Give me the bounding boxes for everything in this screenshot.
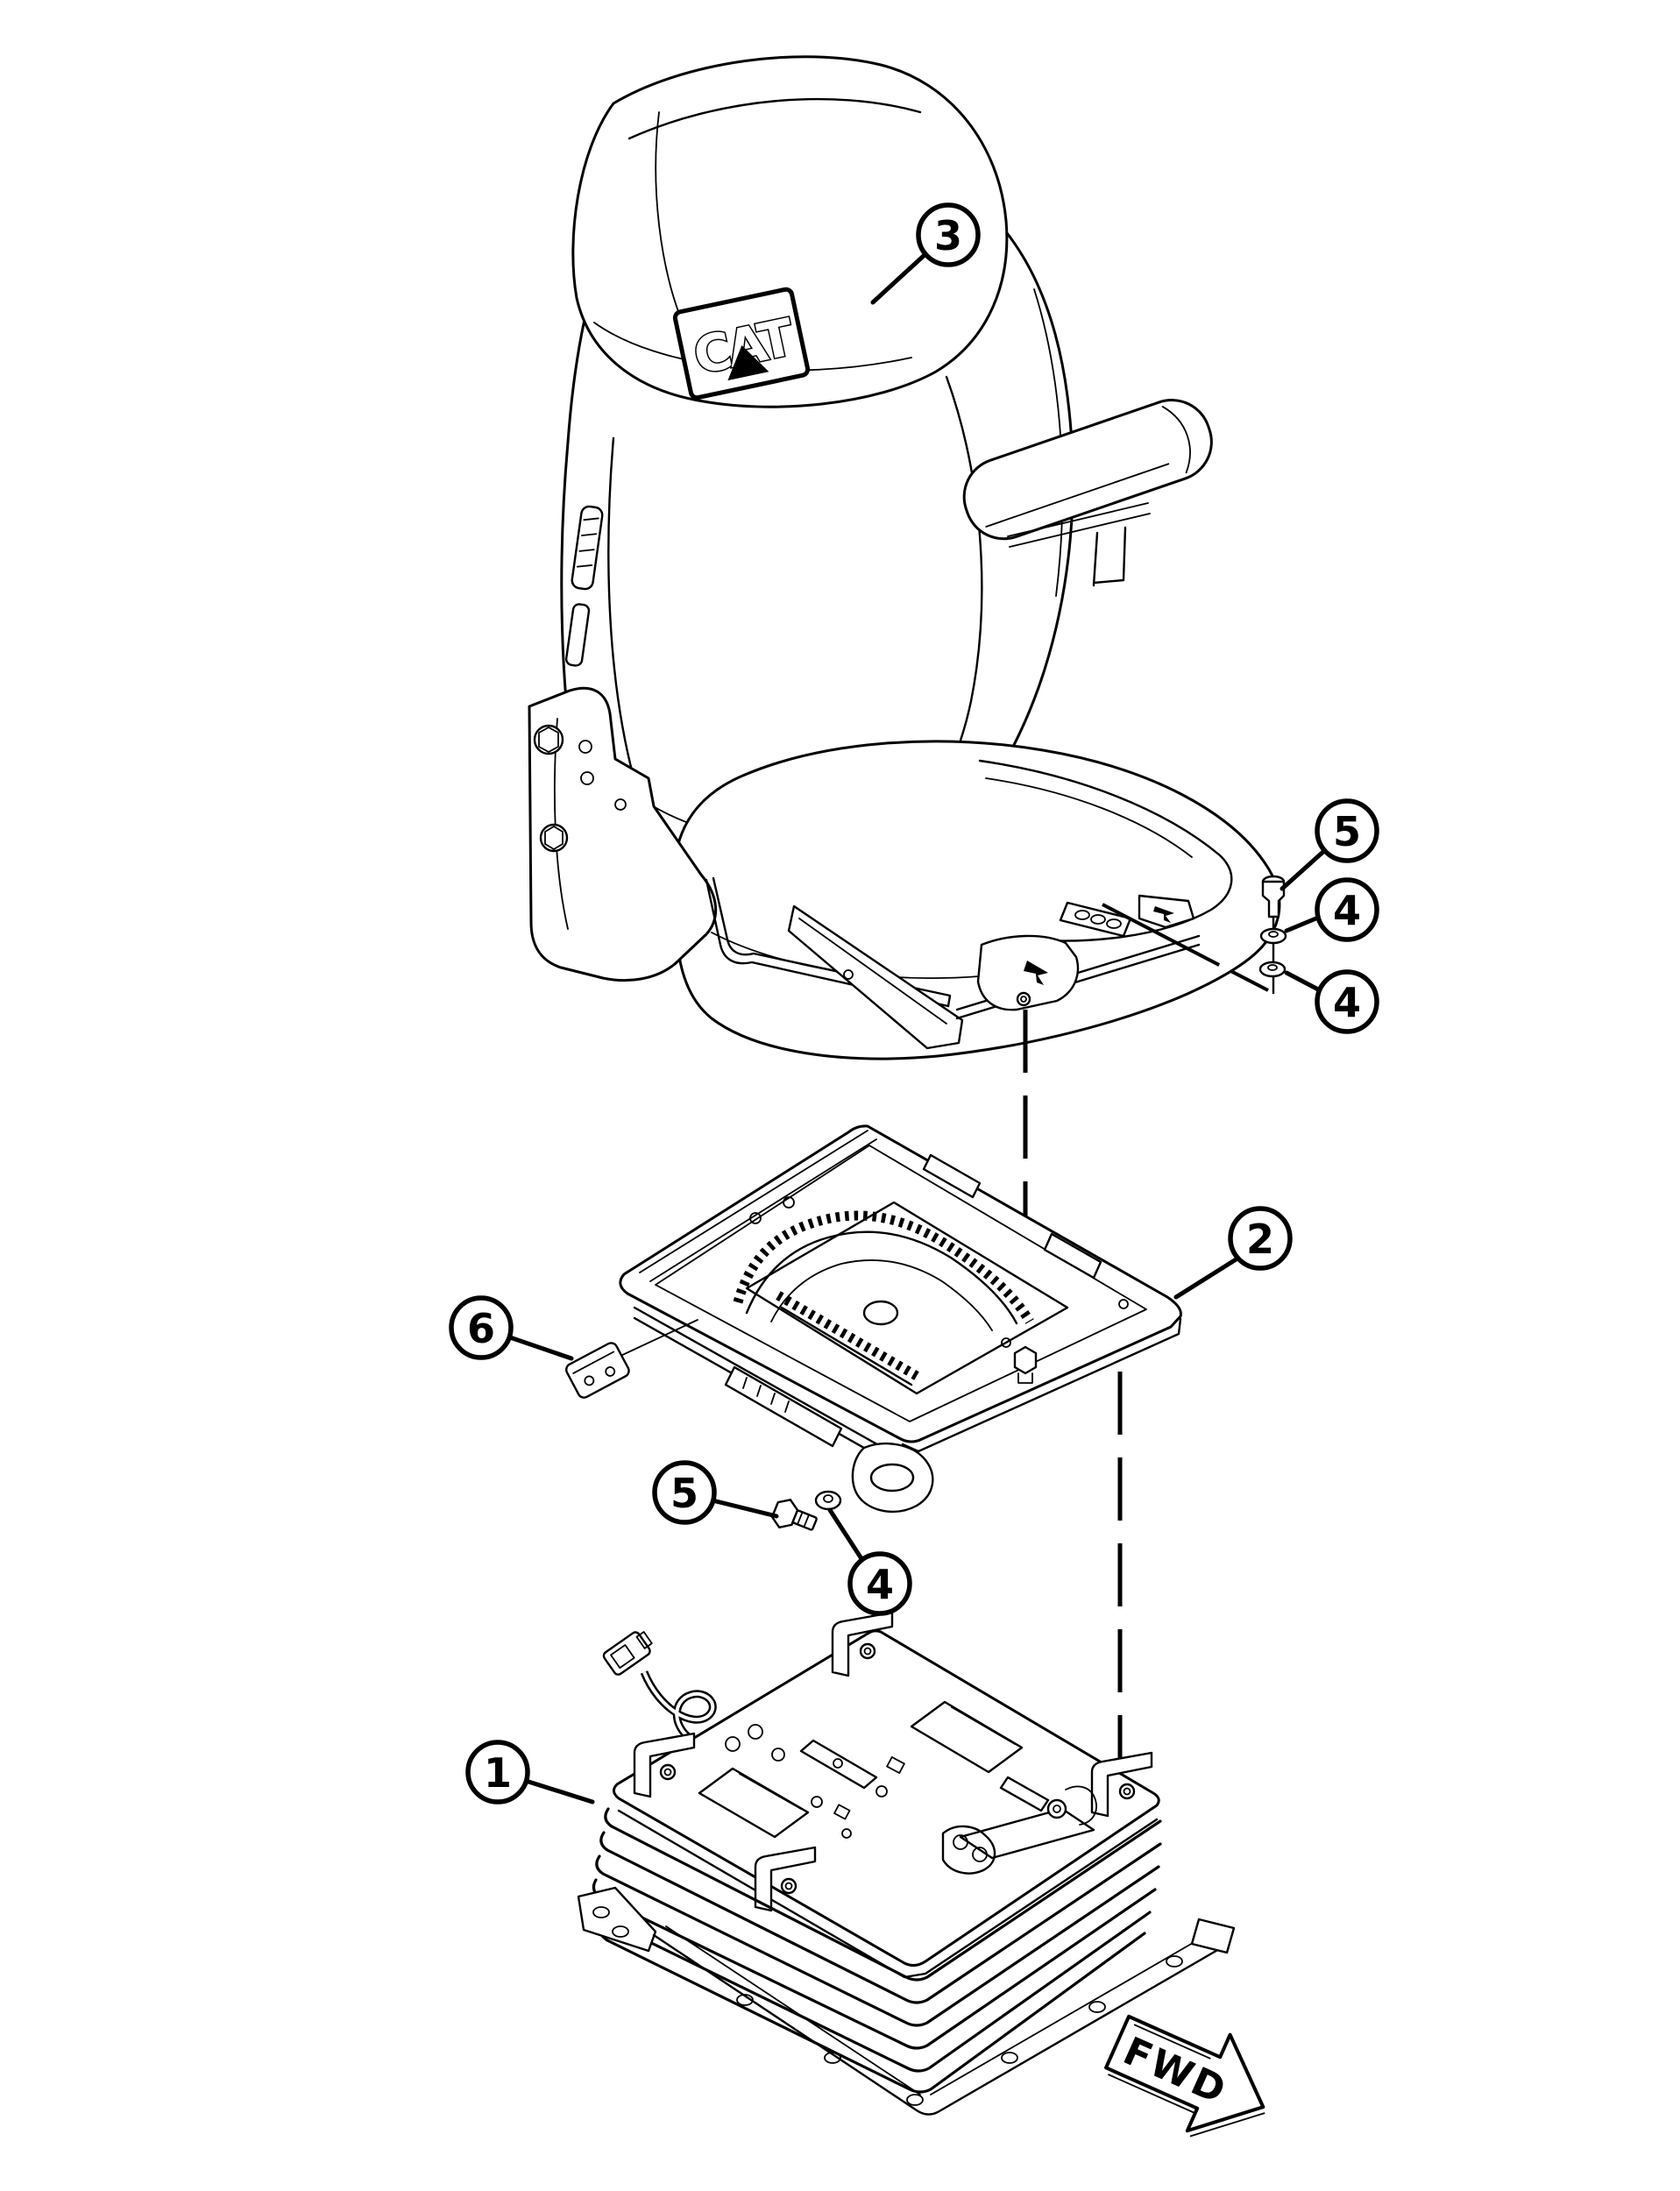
fwd-arrow: FWD: [1104, 2014, 1265, 2138]
switch-block-part: [565, 1319, 698, 1399]
suspension-base: [577, 1611, 1236, 2116]
bolt-part: [770, 1499, 818, 1531]
callout-5-upper-number: 5: [1333, 808, 1361, 855]
callout-3: 3: [870, 202, 981, 305]
callout-4-upper: 4: [1284, 877, 1379, 942]
corner-bracket: [1090, 1751, 1153, 1818]
alignment-line-seat-hardware: [1102, 903, 1269, 992]
callout-1: 1: [465, 1740, 595, 1805]
recline-lever: [564, 505, 604, 667]
seat-frame-bracket: [528, 686, 718, 982]
bolt-part: [1261, 875, 1286, 918]
underseat-frame: [705, 876, 1201, 1050]
corner-bracket: [831, 1611, 894, 1677]
armrest: [962, 399, 1213, 587]
washer-part: [814, 1490, 842, 1511]
swivel-slide-assembly: [619, 1124, 1182, 1513]
callout-5-lower-number: 5: [670, 1470, 698, 1517]
orientation-mark-icon: [1153, 906, 1174, 923]
lower-mounting-hardware: [770, 1490, 842, 1531]
callout-1-number: 1: [484, 1749, 512, 1797]
upper-mounting-hardware: [1102, 875, 1287, 994]
callout-5-upper: 5: [1279, 798, 1379, 891]
base-latch: [941, 1776, 1097, 1875]
corner-bracket: [754, 1846, 817, 1912]
seat-assembly: CAT: [528, 55, 1281, 1060]
mounting-plate: [577, 1886, 1236, 2116]
callout-4-upper-second: 4: [1284, 969, 1379, 1034]
cat-logo: CAT: [672, 287, 811, 401]
callout-4-upper-second-number: 4: [1333, 979, 1361, 1026]
callout-4-lower: 4: [827, 1507, 912, 1616]
callout-4-upper-number: 4: [1333, 887, 1361, 934]
base-label-patch: [959, 1807, 1095, 1860]
air-bellows: [592, 1807, 1162, 2094]
cat-logo-triangle: [727, 344, 769, 381]
callout-4-lower-number: 4: [866, 1561, 894, 1608]
washer-part: [1258, 961, 1287, 978]
callout-6-number: 6: [467, 1305, 495, 1352]
callout-6: 6: [449, 1295, 574, 1361]
swivel-lock-bolt: [1001, 1337, 1038, 1384]
callout-2-number: 2: [1246, 1216, 1274, 1263]
swivel-gear-sector: [733, 1210, 1034, 1386]
bracket-bolt-icon: [533, 724, 564, 755]
callout-2: 2: [1173, 1206, 1293, 1300]
corner-bracket: [633, 1732, 696, 1798]
callout-5-lower: 5: [652, 1460, 779, 1525]
orientation-mark-icon: [1024, 961, 1048, 985]
washer-part: [1259, 927, 1287, 945]
callout-3-number: 3: [934, 212, 962, 259]
